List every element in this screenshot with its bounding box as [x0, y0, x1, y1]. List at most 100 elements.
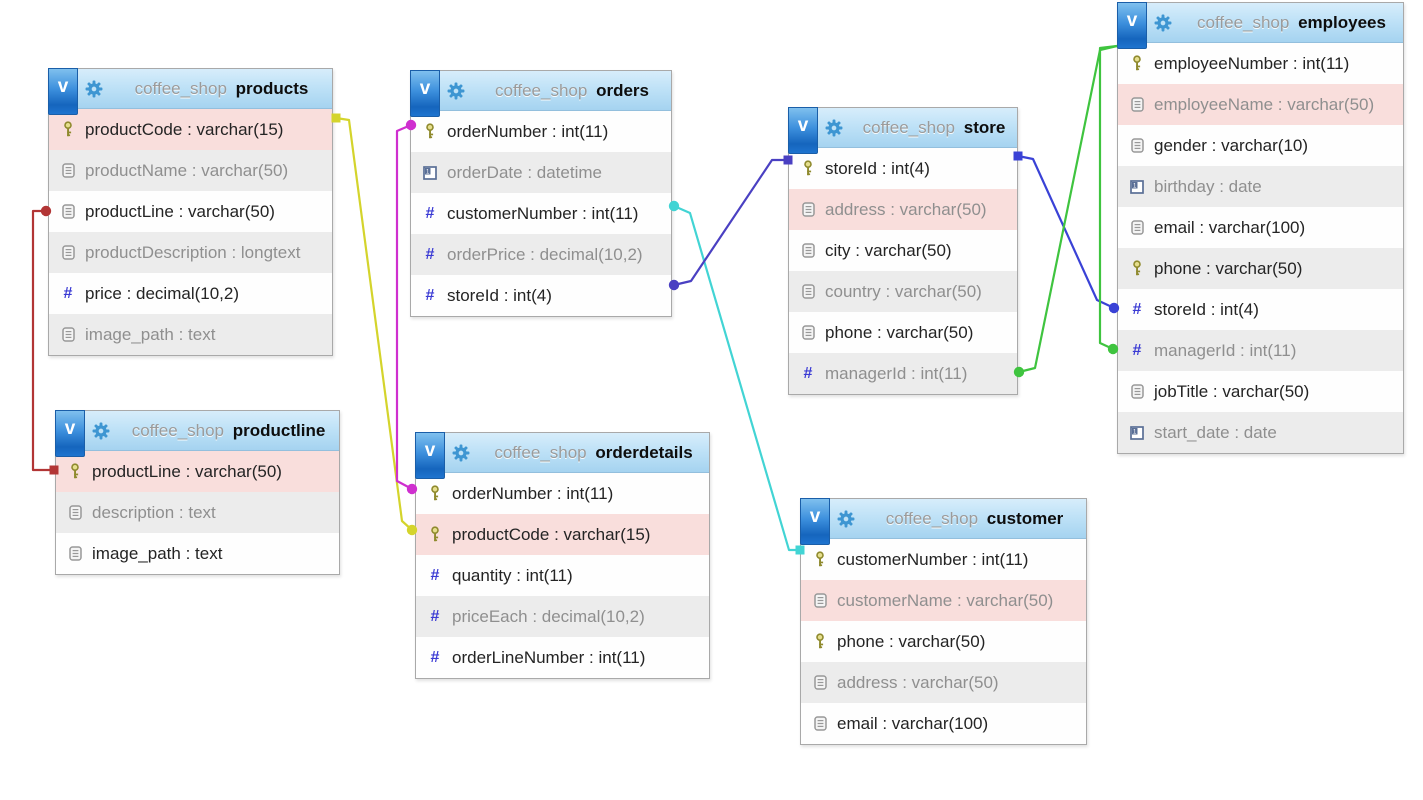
field-row-customer-customerName[interactable]: customerName : varchar(50): [801, 580, 1086, 621]
field-row-employees-managerId[interactable]: #managerId : int(11): [1118, 330, 1403, 371]
field-row-products-price[interactable]: # price : decimal(10,2): [49, 273, 332, 314]
schema-name: coffee_shop: [494, 442, 587, 462]
numeric-field-icon: #: [63, 284, 73, 302]
field-label: productCode : varchar(15): [85, 119, 284, 139]
field-label: phone : varchar(50): [1154, 258, 1303, 278]
field-label: productCode : varchar(15): [452, 524, 651, 544]
field-row-customer-email[interactable]: email : varchar(100): [801, 703, 1086, 744]
field-label: storeId : int(4): [1154, 299, 1259, 319]
relationship-line-products-orderdetails[interactable]: [331, 113, 418, 536]
numeric-field-icon: #: [425, 245, 435, 263]
table-header[interactable]: v coffee_shop orders: [410, 70, 671, 117]
field-row-products-productDescription[interactable]: productDescription : longtext: [49, 232, 332, 273]
svg-text:1: 1: [426, 169, 430, 175]
table-header[interactable]: v coffee_shop customer: [800, 498, 1086, 545]
table-card-store[interactable]: v coffee_shop store storeId : int(4) addr…: [788, 107, 1018, 395]
table-name: customer: [986, 508, 1064, 528]
gear-icon: [825, 119, 843, 137]
table-header[interactable]: v coffee_shop products: [48, 68, 332, 115]
field-row-store-city[interactable]: city : varchar(50): [789, 230, 1017, 271]
table-card-products[interactable]: v coffee_shop products productCode : var…: [48, 68, 333, 356]
field-row-products-image_path[interactable]: image_path : text: [49, 314, 332, 355]
field-row-store-storeId[interactable]: storeId : int(4): [789, 148, 1017, 189]
field-row-employees-employeeNumber[interactable]: employeeNumber : int(11): [1118, 43, 1403, 84]
field-row-employees-jobTitle[interactable]: jobTitle : varchar(50): [1118, 371, 1403, 412]
field-label: storeId : int(4): [825, 158, 930, 178]
field-label: city : varchar(50): [825, 240, 952, 260]
field-row-productline-image_path[interactable]: image_path : text: [56, 533, 339, 574]
table-title: coffee_shop employees: [1197, 13, 1386, 33]
key-icon: [58, 121, 78, 138]
table-header[interactable]: v coffee_shop store: [788, 107, 1017, 154]
field-row-orders-storeId[interactable]: #storeId : int(4): [411, 275, 671, 316]
key-icon: [420, 123, 440, 140]
table-card-employees[interactable]: v coffee_shop employees employeeNumber :…: [1117, 2, 1404, 454]
field-row-employees-email[interactable]: email : varchar(100): [1118, 207, 1403, 248]
field-row-employees-storeId[interactable]: #storeId : int(4): [1118, 289, 1403, 330]
field-row-employees-employeeName[interactable]: employeeName : varchar(50): [1118, 84, 1403, 125]
field-label: productLine : varchar(50): [92, 461, 282, 481]
table-title: coffee_shop products: [135, 79, 309, 99]
field-label: orderNumber : int(11): [452, 483, 614, 503]
table-header[interactable]: v coffee_shop employees: [1117, 2, 1403, 49]
view-badge-icon: v: [410, 70, 440, 117]
table-card-orderdetails[interactable]: v coffee_shop orderdetails orderNumber :…: [415, 432, 710, 679]
field-row-products-productName[interactable]: productName : varchar(50): [49, 150, 332, 191]
relationship-line-orders-orderdetails[interactable]: [395, 119, 418, 495]
field-row-orderdetails-orderNumber[interactable]: orderNumber : int(11): [416, 473, 709, 514]
field-row-orderdetails-productCode[interactable]: productCode : varchar(15): [416, 514, 709, 555]
field-row-customer-phone[interactable]: phone : varchar(50): [801, 621, 1086, 662]
field-row-orders-orderNumber[interactable]: orderNumber : int(11): [411, 111, 671, 152]
table-card-orders[interactable]: v coffee_shop orders orderNumber : int(1…: [410, 70, 672, 317]
field-row-orderdetails-quantity[interactable]: #quantity : int(11): [416, 555, 709, 596]
text-field-icon: [1127, 384, 1147, 399]
table-header[interactable]: v coffee_shop orderdetails: [415, 432, 709, 479]
relationship-line-store-employees-storeid[interactable]: [1013, 151, 1120, 314]
field-row-orders-customerNumber[interactable]: #customerNumber : int(11): [411, 193, 671, 234]
field-label: price : decimal(10,2): [85, 283, 240, 303]
field-rows: customerNumber : int(11)customerName : v…: [801, 539, 1086, 744]
field-row-products-productLine[interactable]: productLine : varchar(50): [49, 191, 332, 232]
gear-icon: [447, 82, 465, 100]
field-label: start_date : date: [1154, 422, 1277, 442]
field-row-orders-orderPrice[interactable]: #orderPrice : decimal(10,2): [411, 234, 671, 275]
field-label: priceEach : decimal(10,2): [452, 606, 645, 626]
field-row-store-address[interactable]: address : varchar(50): [789, 189, 1017, 230]
table-card-customer[interactable]: v coffee_shop customer customerNumber : …: [800, 498, 1087, 745]
key-icon: [425, 485, 445, 502]
table-name: products: [235, 78, 309, 98]
field-row-customer-address[interactable]: address : varchar(50): [801, 662, 1086, 703]
field-label: description : text: [92, 502, 216, 522]
table-card-productline[interactable]: v coffee_shop productline productLine : …: [55, 410, 340, 575]
relationship-line-employees-self-manager[interactable]: [1098, 44, 1119, 355]
field-row-employees-gender[interactable]: gender : varchar(10): [1118, 125, 1403, 166]
field-row-productline-productLine[interactable]: productLine : varchar(50): [56, 451, 339, 492]
key-icon: [65, 463, 85, 480]
field-row-customer-customerNumber[interactable]: customerNumber : int(11): [801, 539, 1086, 580]
field-label: phone : varchar(50): [837, 631, 986, 651]
relationship-line-orders-customer[interactable]: [668, 200, 805, 555]
relationship-line-orders-store[interactable]: [668, 155, 793, 291]
relationship-line-store-employees-manager[interactable]: [1013, 44, 1118, 378]
table-header[interactable]: v coffee_shop productline: [55, 410, 339, 457]
field-label: employeeName : varchar(50): [1154, 94, 1375, 114]
field-row-store-phone[interactable]: phone : varchar(50): [789, 312, 1017, 353]
field-row-store-managerId[interactable]: #managerId : int(11): [789, 353, 1017, 394]
field-row-products-productCode[interactable]: productCode : varchar(15): [49, 109, 332, 150]
field-row-store-country[interactable]: country : varchar(50): [789, 271, 1017, 312]
field-label: productDescription : longtext: [85, 242, 301, 262]
text-field-icon: [810, 593, 830, 608]
relationship-line-products-productline[interactable]: [31, 205, 59, 475]
field-row-orderdetails-priceEach[interactable]: #priceEach : decimal(10,2): [416, 596, 709, 637]
schema-name: coffee_shop: [134, 78, 227, 98]
field-row-employees-phone[interactable]: phone : varchar(50): [1118, 248, 1403, 289]
field-label: address : varchar(50): [825, 199, 987, 219]
field-row-productline-description[interactable]: description : text: [56, 492, 339, 533]
numeric-field-icon: #: [430, 566, 440, 584]
field-row-orderdetails-orderLineNumber[interactable]: #orderLineNumber : int(11): [416, 637, 709, 678]
